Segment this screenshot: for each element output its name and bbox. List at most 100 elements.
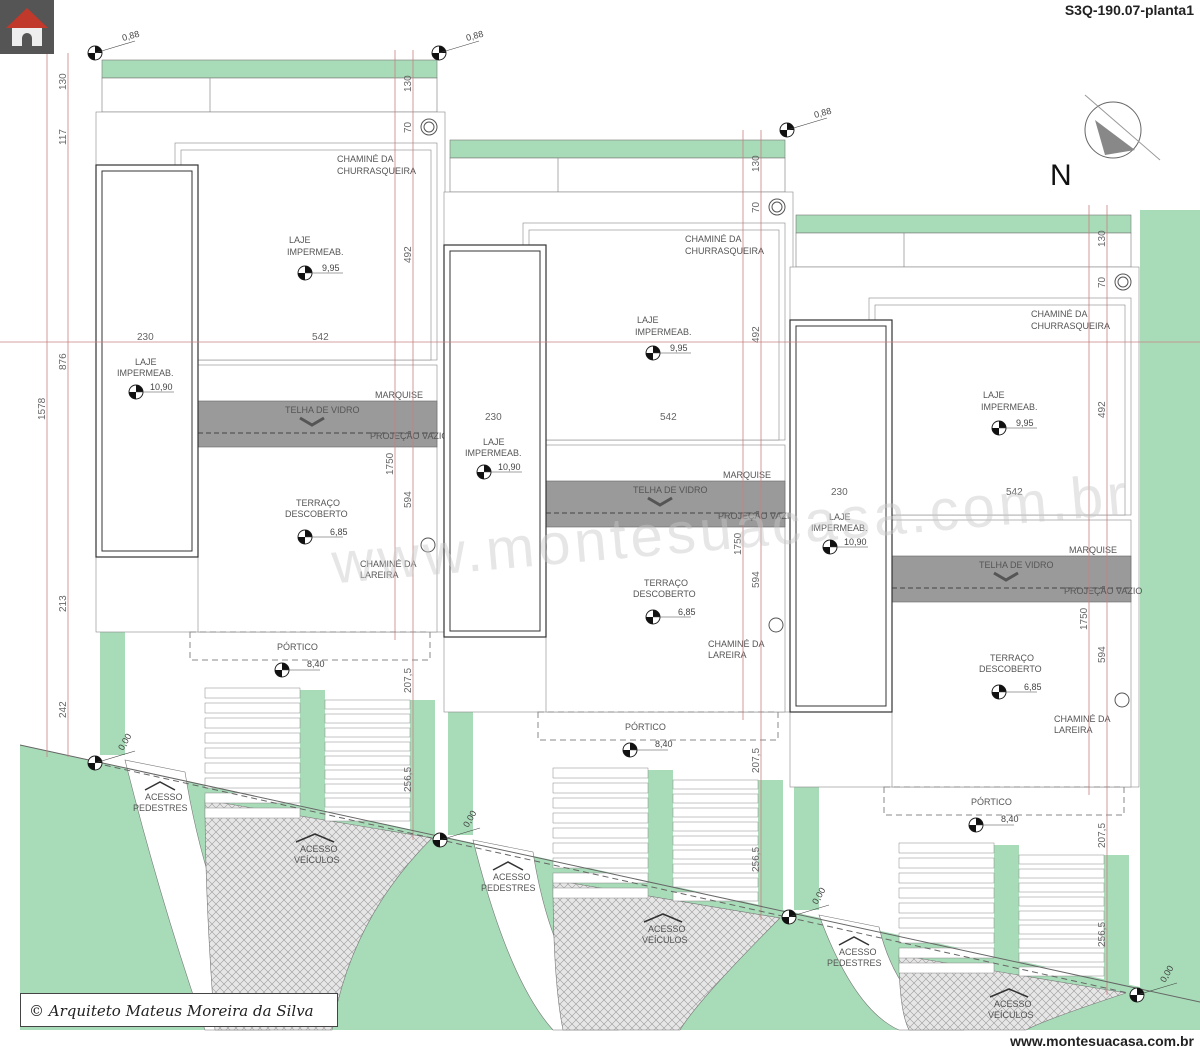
plan-label: TERRAÇO — [990, 653, 1034, 663]
plan-label: 6,85 — [1024, 682, 1042, 692]
dimension-label: 117 — [58, 129, 69, 145]
level-marker-icon — [645, 609, 691, 625]
top-deck — [101, 77, 438, 113]
dimension-label: 492 — [1097, 401, 1108, 418]
plan-label: PÓRTICO — [971, 797, 1012, 807]
plan-label: LAJE — [289, 235, 311, 245]
plan-label: DESCOBERTO — [633, 589, 696, 599]
dimension-label: 1750 — [385, 452, 396, 475]
marquise-glass-roof — [891, 555, 1132, 603]
top-deck — [795, 232, 1132, 268]
dimension-label: 594 — [403, 491, 414, 508]
plan-label: CHAMINÉ DA — [337, 154, 394, 164]
dimension-label: 130 — [751, 155, 762, 172]
plan-label: 230 — [831, 487, 848, 498]
chimney-icon — [768, 617, 784, 633]
plan-label: 542 — [1006, 487, 1023, 498]
plan-label: TELHA DE VIDRO — [979, 560, 1054, 570]
plan-label: 10,90 — [150, 382, 173, 392]
level-marker-icon — [432, 827, 481, 848]
lot-front-line — [94, 762, 1138, 996]
plan-label: PROJEÇÃO VAZIO — [370, 431, 448, 441]
level-marker-icon — [968, 817, 1014, 833]
top-deck — [449, 157, 786, 193]
driveway-stripes — [204, 687, 411, 822]
plan-label: IMPERMEAB. — [287, 247, 344, 257]
dimension-label: 70 — [751, 201, 762, 213]
plan-label: LAJE — [483, 437, 505, 447]
green-roof-strip — [101, 59, 438, 79]
level-marker-icon — [991, 420, 1037, 436]
drawing-code: S3Q-190.07-planta1 — [1064, 2, 1194, 18]
plan-label: VEÍCULOS — [642, 935, 688, 945]
dimension-label: 594 — [1097, 646, 1108, 663]
level-marker-icon — [87, 40, 136, 61]
ground-line — [19, 744, 1200, 1003]
lawn-strip — [410, 700, 435, 835]
green-roof-strip — [795, 214, 1132, 234]
level-label: 0,88 — [465, 29, 485, 43]
level-marker-icon — [274, 662, 320, 678]
level-marker-icon — [87, 750, 136, 771]
plan-label: IMPERMEAB. — [635, 327, 692, 337]
marquise-glass-roof — [197, 400, 438, 448]
website-link[interactable]: www.montesuacasa.com.br — [1010, 1033, 1194, 1049]
plan-label: 9,95 — [322, 263, 340, 273]
dimension-label: 213 — [58, 595, 69, 612]
chimney-icon — [1114, 692, 1130, 708]
plan-label: ACESSO — [493, 872, 531, 882]
plan-label: CHURRASQUEIRA — [685, 246, 764, 256]
level-marker-icon — [991, 684, 1037, 700]
plan-label: 8,40 — [1001, 814, 1019, 824]
plan-label: 6,85 — [678, 607, 696, 617]
dimension-label: 242 — [58, 701, 69, 718]
upper-roof — [528, 229, 780, 441]
level-marker-icon — [622, 742, 668, 758]
slope-chevron-icon — [647, 496, 673, 507]
plan-label: CHAMINÉ DA — [360, 559, 417, 569]
plan-label: PÓRTICO — [625, 722, 666, 732]
chimney-icon — [420, 537, 436, 553]
plan-label: LAJE — [829, 512, 851, 522]
access-chevron-icon — [643, 913, 683, 923]
dimension-label: 207,5 — [403, 668, 414, 693]
plan-label: LAREIRA — [708, 650, 747, 660]
plan-label: CHURRASQUEIRA — [337, 166, 416, 176]
plan-label: 9,95 — [670, 343, 688, 353]
dimension-label: 130 — [403, 75, 414, 92]
dimension-label: 256,5 — [751, 847, 762, 872]
plan-label: CHAMINÉ DA — [708, 639, 765, 649]
dimension-label: 1578 — [37, 397, 48, 420]
plan-label: LAREIRA — [360, 570, 399, 580]
dimension-label: 492 — [403, 246, 414, 263]
dimension-label: 130 — [58, 73, 69, 90]
plan-label: LAJE — [983, 390, 1005, 400]
level-marker-icon — [297, 529, 343, 545]
plan-label: CHAMINÉ DA — [1031, 309, 1088, 319]
plan-label: 542 — [312, 332, 329, 343]
dimension-label: 492 — [751, 326, 762, 343]
level-label: 0,88 — [813, 106, 833, 120]
portico — [189, 631, 431, 661]
level-marker-icon — [645, 345, 691, 361]
slope-chevron-icon — [299, 416, 325, 427]
plan-label: IMPERMEAB. — [981, 402, 1038, 412]
plan-label: LAJE — [637, 315, 659, 325]
lawn-strip — [648, 770, 673, 915]
plan-label: MARQUISE — [723, 470, 771, 480]
dimension-label: 1750 — [1079, 607, 1090, 630]
access-chevron-icon — [295, 833, 335, 843]
plan-label: ACESSO — [839, 947, 877, 957]
plan-label: CHURRASQUEIRA — [1031, 321, 1110, 331]
plan-label: VEÍCULOS — [294, 855, 340, 865]
dimension-label: 256,5 — [1097, 922, 1108, 947]
level-marker-icon — [822, 539, 868, 555]
plan-label: 10,90 — [498, 462, 521, 472]
house-unit-2: CHAMINÉ DA CHURRASQUEIRA LAJE IMPERMEAB. 9… — [443, 130, 796, 1031]
lawn-strip — [758, 780, 783, 915]
plan-label: CHAMINÉ DA — [685, 234, 742, 244]
driveway-stripes — [898, 842, 1105, 977]
